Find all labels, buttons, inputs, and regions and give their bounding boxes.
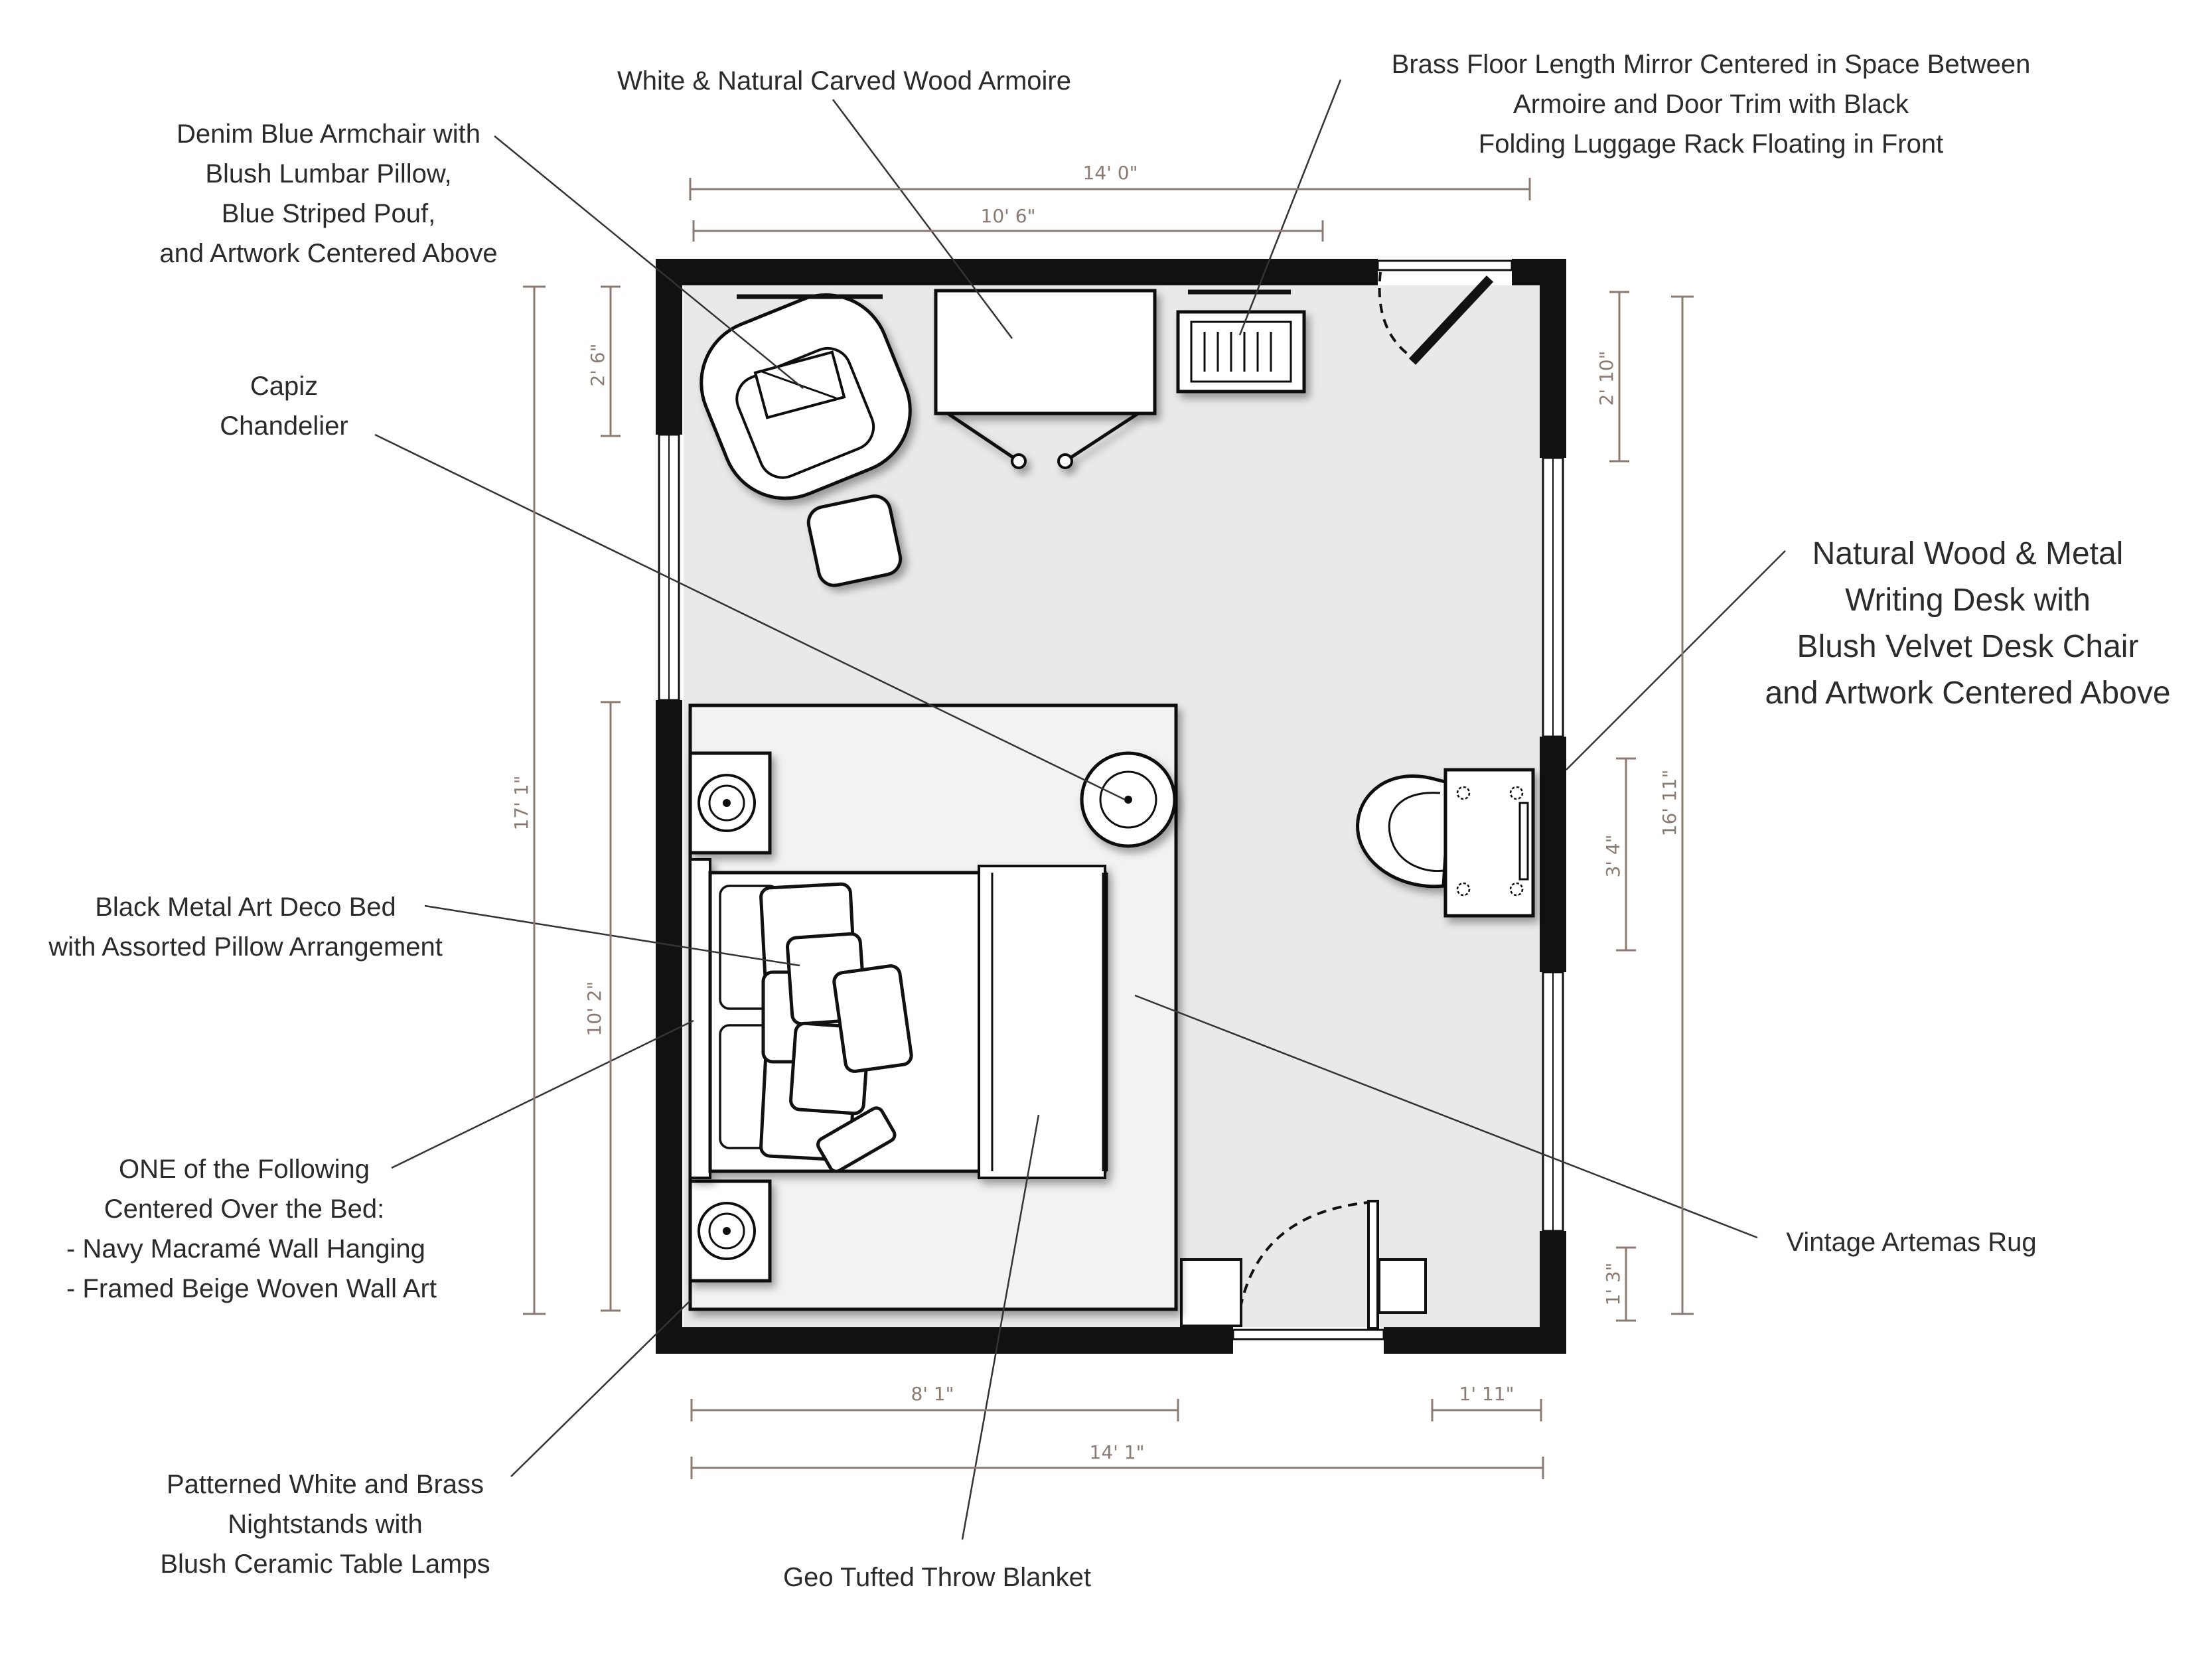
label-bed-line-1: Black Metal Art Deco Bed: [95, 893, 396, 922]
window-right-upper: [1542, 457, 1564, 738]
dim-right-overall: 16' 11": [1659, 770, 1680, 837]
window-left: [658, 433, 680, 701]
label-chandelier-line-1: Capiz: [250, 372, 318, 401]
closet-shelf: [1180, 1258, 1427, 1327]
label-chandelier-line-2: Chandelier: [220, 411, 348, 441]
label-wall-art-line-3: - Navy Macramé Wall Hanging: [66, 1234, 425, 1263]
pillows: [719, 882, 913, 1173]
luggage-rack: [1176, 310, 1306, 394]
writing-desk: [1443, 768, 1535, 918]
label-bed: Black Metal Art Deco Bed with Assorted P…: [48, 893, 443, 962]
nightstand-top: [688, 751, 772, 855]
dim-left-upper: 2' 6": [587, 343, 609, 386]
chandelier: [1080, 751, 1177, 848]
label-desk-line-3: Blush Velvet Desk Chair: [1797, 629, 2139, 664]
label-desk-line-2: Writing Desk with: [1845, 583, 2091, 618]
label-armchair-line-4: and Artwork Centered Above: [159, 239, 497, 268]
label-mirror-line-2: Armoire and Door Trim with Black: [1513, 90, 1909, 119]
label-nightstands-line-3: Blush Ceramic Table Lamps: [160, 1550, 490, 1579]
label-desk: Natural Wood & Metal Writing Desk with B…: [1765, 536, 2170, 711]
armchair: [700, 293, 912, 500]
label-armchair-line-2: Blush Lumbar Pillow,: [205, 159, 451, 188]
bottom-door: [1232, 1200, 1385, 1340]
window-right-lower: [1542, 971, 1564, 1232]
pouf: [806, 494, 903, 587]
label-blanket: Geo Tufted Throw Blanket: [783, 1563, 1091, 1592]
callout-labels: White & Natural Carved Wood Armoire Bras…: [48, 50, 2170, 1592]
dim-bottom-right: 1' 11": [1459, 1383, 1514, 1405]
dim-right-upper: 2' 10": [1595, 351, 1617, 406]
label-bed-line-2: with Assorted Pillow Arrangement: [48, 932, 443, 962]
room-walls: [656, 259, 1566, 1354]
dim-bottom-left: 8' 1": [911, 1383, 954, 1405]
label-nightstands-line-1: Patterned White and Brass: [167, 1470, 484, 1499]
label-nightstands: Patterned White and Brass Nightstands wi…: [160, 1470, 490, 1579]
label-rug: Vintage Artemas Rug: [1786, 1228, 2036, 1257]
label-mirror-line-3: Folding Luggage Rack Floating in Front: [1479, 129, 1943, 159]
label-wall-art-line-4: - Framed Beige Woven Wall Art: [66, 1274, 437, 1303]
label-armoire: White & Natural Carved Wood Armoire: [617, 66, 1071, 96]
leader-lines: [374, 79, 1786, 1540]
label-armchair: Denim Blue Armchair with Blush Lumbar Pi…: [159, 119, 497, 268]
dim-right-lower: 1' 3": [1602, 1262, 1624, 1305]
label-mirror-line-1: Brass Floor Length Mirror Centered in Sp…: [1392, 50, 2031, 79]
label-desk-line-1: Natural Wood & Metal: [1812, 536, 2124, 571]
label-desk-line-4: and Artwork Centered Above: [1765, 676, 2170, 711]
dim-left-lower: 10' 2": [583, 981, 605, 1037]
dim-right-middle: 3' 4": [1602, 834, 1624, 877]
armoire: [934, 289, 1157, 469]
dimension-texts: 14' 0" 10' 6" 17' 1" 2' 6" 10' 2" 16' 11…: [510, 162, 1680, 1463]
dimension-lines: [523, 178, 1694, 1479]
label-armchair-line-3: Blue Striped Pouf,: [222, 199, 435, 228]
label-armchair-line-1: Denim Blue Armchair with: [177, 119, 480, 149]
dim-top-inner: 10' 6": [981, 205, 1036, 227]
label-wall-art-line-1: ONE of the Following: [119, 1155, 370, 1184]
label-wall-art-line-2: Centered Over the Bed:: [104, 1194, 384, 1224]
label-nightstands-line-2: Nightstands with: [228, 1510, 422, 1539]
desk-chair: [1356, 774, 1452, 889]
nightstand-bottom: [688, 1179, 772, 1283]
label-wall-art: ONE of the Following Centered Over the B…: [66, 1155, 437, 1303]
dim-top-overall: 14' 0": [1083, 162, 1138, 184]
label-mirror: Brass Floor Length Mirror Centered in Sp…: [1392, 50, 2031, 159]
top-door: [1376, 259, 1513, 365]
dim-left-overall: 17' 1": [510, 776, 532, 831]
dim-bottom-overall: 14' 1": [1090, 1441, 1145, 1463]
label-chandelier: Capiz Chandelier: [220, 372, 348, 441]
